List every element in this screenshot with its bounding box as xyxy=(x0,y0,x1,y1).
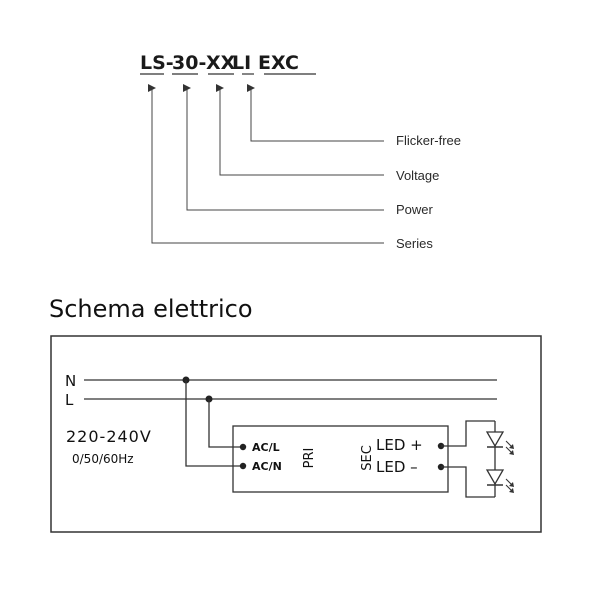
input-voltage: 220-240V xyxy=(66,427,152,446)
leader-flicker-free xyxy=(247,84,384,142)
code-series: LS- xyxy=(140,52,174,74)
label-ac-l: AC/L xyxy=(252,441,280,454)
legend-voltage: Voltage xyxy=(396,168,439,183)
terminal-ac-l xyxy=(239,443,247,451)
code-exc: EXC xyxy=(258,52,299,74)
legend-flicker-free: Flicker-free xyxy=(396,133,461,148)
wiring-schematic: N L 220-240V 0/50/60Hz AC/L AC/N PRI SEC… xyxy=(50,335,542,533)
led-diode-icon xyxy=(485,431,514,455)
legend-series: Series xyxy=(396,236,433,251)
label-led-plus: LED + xyxy=(376,436,423,454)
code-power: 30- xyxy=(172,52,206,74)
label-ac-n: AC/N xyxy=(252,460,282,473)
label-n: N xyxy=(65,372,76,390)
product-code: LS- 30- XX LI EXC xyxy=(140,52,316,75)
wire-led-minus xyxy=(441,466,495,498)
code-flicker: LI xyxy=(232,52,251,74)
input-frequency: 0/50/60Hz xyxy=(72,452,134,466)
terminal-ac-n xyxy=(239,462,247,470)
wire-l-to-driver xyxy=(208,399,243,448)
leader-power xyxy=(183,84,384,211)
legend-power: Power xyxy=(396,202,434,217)
label-sec: SEC xyxy=(360,445,375,471)
label-pri: PRI xyxy=(302,448,317,469)
wire-n-to-driver xyxy=(185,380,243,467)
section-title: Schema elettrico xyxy=(49,295,253,323)
driver-box xyxy=(232,425,449,493)
schematic-frame xyxy=(50,335,542,533)
leader-voltage xyxy=(216,84,384,176)
legend-leaders xyxy=(148,84,384,244)
wire-led-plus xyxy=(441,420,495,447)
led-diode-icon xyxy=(485,469,514,493)
code-voltage: XX xyxy=(206,52,236,74)
label-l: L xyxy=(65,391,74,409)
leader-series xyxy=(148,84,384,244)
label-led-minus: LED – xyxy=(376,458,418,476)
led-string xyxy=(485,421,514,497)
